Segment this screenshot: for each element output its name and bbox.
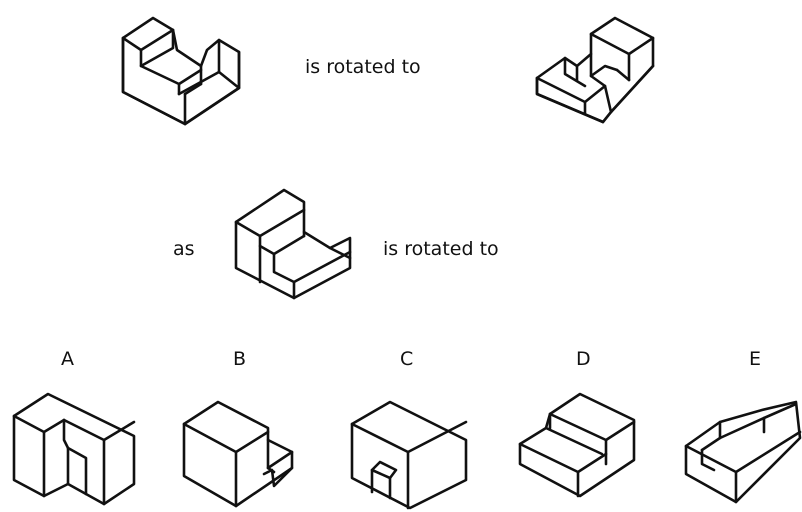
option-b-shape[interactable] <box>178 394 308 512</box>
u-block-rotated <box>535 16 655 124</box>
statement-phrase-3: is rotated to <box>383 238 499 260</box>
option-label-a: A <box>61 348 74 370</box>
step-block-original <box>234 188 352 300</box>
u-block-original <box>121 16 241 126</box>
option-d-shape[interactable] <box>514 378 644 506</box>
option-c-shape[interactable] <box>346 394 476 512</box>
option-label-b: B <box>233 348 247 370</box>
statement-phrase-1: is rotated to <box>305 56 421 78</box>
option-label-d: D <box>576 348 591 370</box>
statement-phrase-2: as <box>173 238 195 260</box>
option-a-shape[interactable] <box>8 382 143 510</box>
option-label-e: E <box>749 348 762 370</box>
option-label-c: C <box>400 348 414 370</box>
option-e-shape[interactable] <box>680 398 802 510</box>
